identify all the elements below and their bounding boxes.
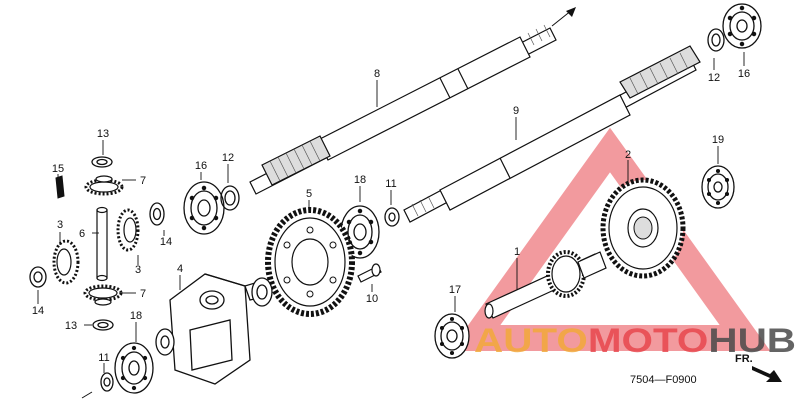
washer-13-lower xyxy=(92,319,114,331)
callout-10: 10 xyxy=(366,293,378,305)
bearing-18-lower xyxy=(114,342,154,394)
shaft-6 xyxy=(96,206,108,282)
callout-16-lower: 16 xyxy=(195,160,207,172)
bevel-gear-7-lower xyxy=(83,284,123,306)
callout-labels: 8 9 1 2 4 5 6 7 7 3 3 10 11 18 12 16 17 … xyxy=(32,68,750,364)
bearing-17 xyxy=(434,313,470,359)
bolt-10 xyxy=(357,263,382,283)
watermark-hub: HUB xyxy=(708,322,796,360)
callout-11-upper: 11 xyxy=(385,178,396,190)
callout-13-lower: 13 xyxy=(65,320,77,332)
callout-19: 19 xyxy=(712,134,724,146)
leader-lines xyxy=(37,52,745,373)
watermark-moto: MOTO xyxy=(588,322,709,360)
washer-12-lower xyxy=(220,185,240,211)
shaft-8 xyxy=(249,24,557,195)
callout-8: 8 xyxy=(374,68,380,80)
callout-3-right: 3 xyxy=(135,264,141,276)
diagram-code: 7504—F0900 xyxy=(630,374,697,386)
bearing-18-upper xyxy=(340,205,380,259)
bearing-16-upper xyxy=(722,3,762,49)
pin-15 xyxy=(55,175,65,199)
callout-15: 15 xyxy=(52,163,64,175)
callout-13-upper: 13 xyxy=(97,128,109,140)
callout-3-left: 3 xyxy=(57,219,63,231)
shaft-8-arrowhead xyxy=(566,7,576,17)
direction-arrow-icon xyxy=(752,366,782,382)
callout-12-lower: 12 xyxy=(222,152,234,164)
washer-11-lower xyxy=(100,372,114,392)
callout-14-lower: 14 xyxy=(32,305,44,317)
callout-6: 6 xyxy=(79,228,85,240)
callout-18-lower: 18 xyxy=(130,310,142,322)
callout-14-upper: 14 xyxy=(160,236,172,248)
washer-14-upper xyxy=(149,202,165,226)
callout-12-upper: 12 xyxy=(708,72,720,84)
washer-11-upper xyxy=(384,207,400,227)
callout-11-lower: 11 xyxy=(98,352,109,364)
callout-1: 1 xyxy=(514,246,520,258)
callout-5: 5 xyxy=(306,188,312,200)
gear-5 xyxy=(265,207,355,317)
watermark-auto: AUTO xyxy=(474,322,588,360)
bearing-16-lower xyxy=(183,181,225,235)
callout-16-upper: 16 xyxy=(738,68,750,80)
washer-12-upper xyxy=(707,28,725,52)
spider-gear-3-right xyxy=(116,208,140,252)
callout-2: 2 xyxy=(625,149,631,161)
differential-case-4 xyxy=(155,273,273,385)
washer-13-upper xyxy=(91,156,113,168)
callout-18-upper: 18 xyxy=(354,174,366,186)
lower-direction-arrow xyxy=(81,391,93,399)
callout-7-lower: 7 xyxy=(140,288,146,300)
callout-4: 4 xyxy=(177,263,183,275)
shaft-9 xyxy=(403,45,701,223)
callout-7-upper: 7 xyxy=(140,175,146,187)
spider-gear-3-left xyxy=(52,239,80,285)
bearing-19 xyxy=(701,165,735,209)
callout-17: 17 xyxy=(449,284,461,296)
bevel-gear-7-upper xyxy=(84,175,124,196)
callout-9: 9 xyxy=(513,105,519,117)
front-direction-indicator: FR. xyxy=(735,353,782,382)
direction-label: FR. xyxy=(735,353,753,365)
washer-14-lower xyxy=(29,266,47,288)
gear-2 xyxy=(600,177,686,279)
shaft-1 xyxy=(484,250,607,319)
